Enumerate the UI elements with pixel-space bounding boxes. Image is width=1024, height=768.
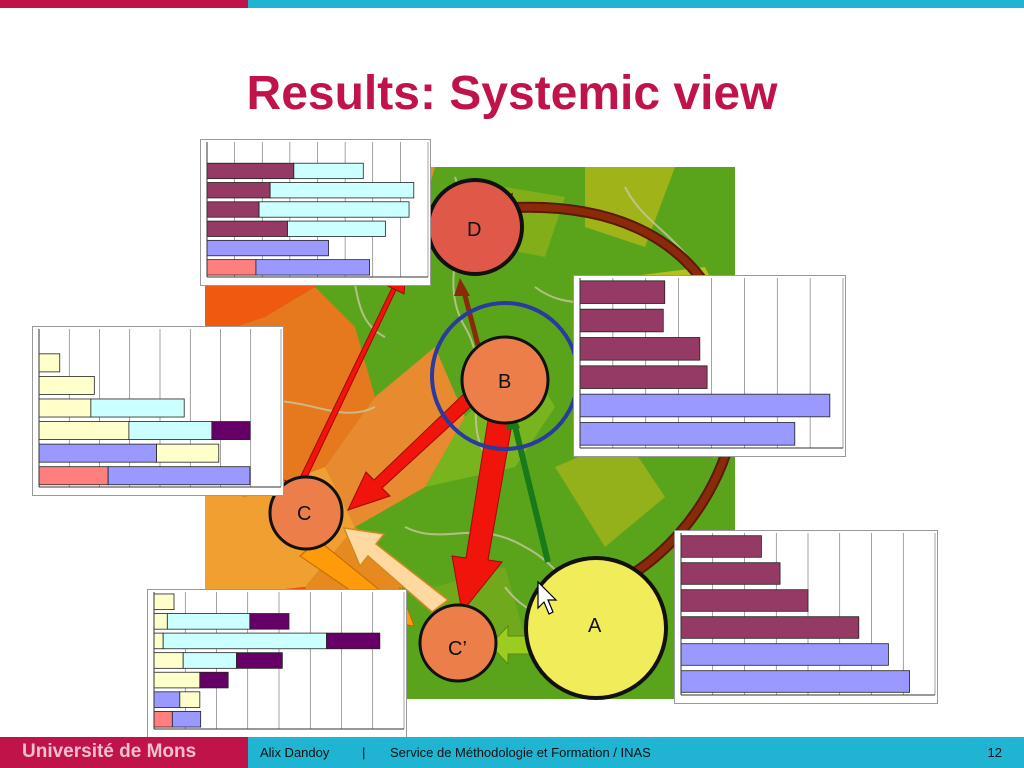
chart-bar-segment [680,535,762,558]
page-number: 12 [987,745,1002,760]
top-accent-bar [0,0,1024,8]
footer-brand-block: Université de Mons [0,737,248,768]
chart-bar-segment [38,466,109,486]
chart-bar-segment [38,376,95,395]
footer-info-block [248,737,1024,768]
chart-bar-segment [255,259,370,276]
chart-bar-segment [579,308,664,333]
chart-bar-segment [206,259,257,276]
university-name: Université de Mons [22,741,197,762]
chart-bar-segment [153,691,181,708]
chart-bar-segment [38,398,92,418]
chart-bar-segment [293,162,364,180]
top-accent-cyan [248,0,1024,8]
chart-bar-segment [38,443,157,463]
chart-node-cprime [147,589,407,738]
chart-bar-segment [287,220,386,237]
mouse-cursor-icon [537,580,558,615]
footer-author: Alix Dandoy [260,745,330,760]
chart-bar-segment [153,710,173,728]
footer-separator: | [362,745,366,760]
chart-node-c [32,326,284,496]
chart-bar-segment [153,671,201,689]
node-a: A [524,556,668,700]
node-cprime-label: C’ [448,638,467,660]
chart-node-d [200,139,431,286]
node-c-label: C [297,503,311,525]
chart-bar-segment [156,443,220,463]
chart-bar-segment [90,398,185,418]
footer-service: Service de Méthodologie et Formation / I… [390,745,651,760]
chart-bar-segment [38,353,61,373]
footer-bar: Université de Mons Alix Dandoy | Service… [0,737,1024,768]
arrow-b-to-cprime [451,419,513,614]
arrow-a-to-b [511,421,551,563]
chart-bar-segment [153,652,184,669]
chart-bar-segment [579,365,708,389]
top-accent-red [0,0,248,8]
chart-bar-segment [153,632,164,650]
chart-bar-segment [179,691,201,708]
chart-bar-segment [153,613,168,630]
chart-bar-segment [166,613,251,630]
arrow-a-to-cprime [489,624,531,666]
chart-bar-segment [579,422,796,446]
chart-bar-segment [579,393,831,418]
chart-bar-segment [680,643,889,666]
chart-bar-segment [258,201,410,218]
slide-title: Results: Systemic view [246,67,778,120]
chart-bar-segment [269,182,415,199]
arrow-b-to-c [347,387,479,511]
chart-bar-segment [249,613,290,630]
node-b-label: B [498,371,511,393]
chart-bar-segment [680,616,860,639]
chart-bar-segment [579,337,701,361]
chart-bar-segment [206,220,288,237]
chart-bar-segment [206,182,271,199]
chart-bar-segment [680,670,911,693]
chart-bar-segment [206,201,260,218]
chart-bar-segment [171,710,202,728]
chart-node-a [674,530,938,704]
chart-bar-segment [579,280,666,304]
arrow-b-to-d [460,287,481,346]
chart-bar-segment [680,589,809,612]
node-a-label: A [588,615,602,637]
chart-bar-segment [38,421,130,440]
chart-bar-segment [199,671,229,689]
chart-bar-segment [128,421,213,440]
node-d: D [426,178,524,276]
chart-bar-segment [206,162,295,180]
node-cprime: C’ [418,603,498,683]
chart-bar-segment [206,239,329,257]
chart-bar-segment [162,632,327,650]
chart-node-b [573,275,846,457]
chart-bar-segment [107,466,251,486]
node-c: C [268,475,344,551]
arrow-c-to-d [283,266,407,493]
chart-bar-segment [326,632,381,650]
chart-bar-segment [182,652,237,669]
chart-bar-segment [153,593,175,611]
arrow-cprime-to-c [342,527,450,613]
chart-bar-segment [211,421,251,440]
node-d-label: D [467,219,481,241]
chart-bar-segment [236,652,283,669]
chart-bar-segment [680,562,781,585]
